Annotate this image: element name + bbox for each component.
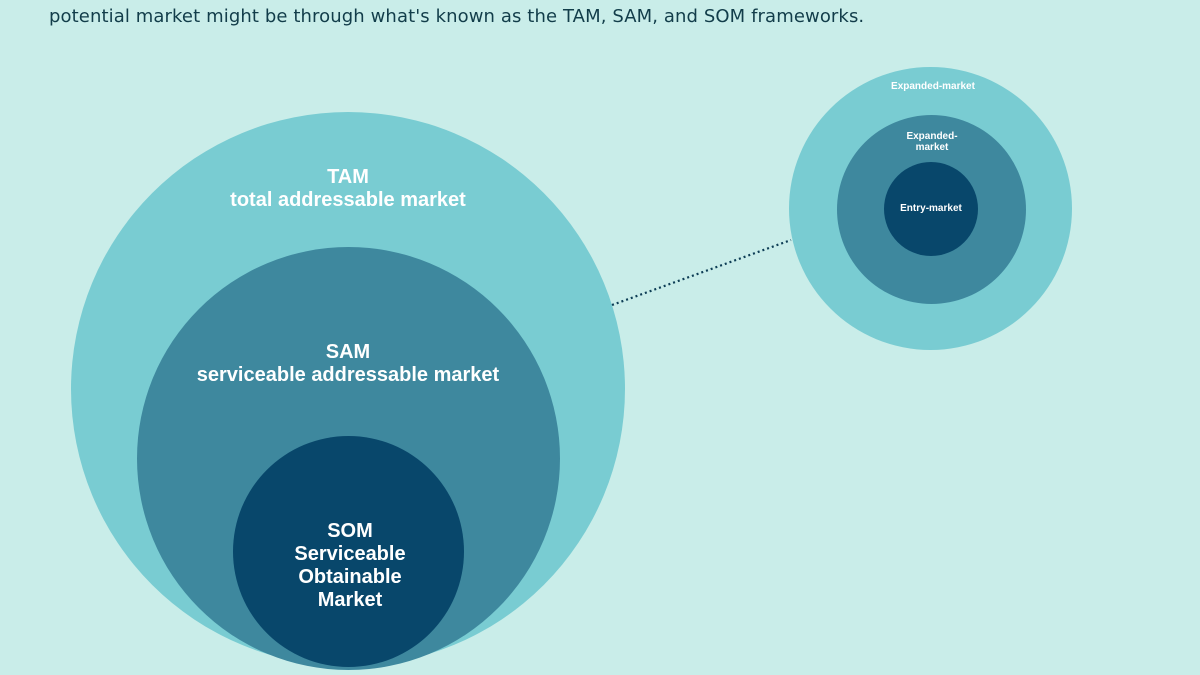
- tam-acronym: TAM: [327, 166, 369, 188]
- entry-market-label: Entry-market: [900, 203, 962, 214]
- sam-acronym: SAM: [325, 341, 371, 363]
- connector-dotted-line: [611, 238, 792, 307]
- som-acronym: SOM: [327, 520, 373, 542]
- expanded-market-middle-line1: Expanded-: [906, 131, 958, 142]
- som-description-line2: Obtainable: [298, 566, 402, 588]
- som-circle: [233, 436, 464, 667]
- expanded-market-outer-label: Expanded-market: [891, 81, 975, 92]
- sam-label: SAM serviceable addressable market: [150, 341, 546, 387]
- intro-text: potential market might be through what's…: [49, 6, 865, 27]
- entry-market-circle: [884, 162, 978, 256]
- tam-description: total addressable market: [230, 189, 466, 211]
- som-label: SOM Serviceable Obtainable Market: [250, 520, 450, 612]
- som-description-line3: Market: [317, 589, 383, 611]
- expanded-market-middle-label: Expanded- market: [880, 131, 984, 153]
- som-description-line1: Serviceable: [294, 543, 406, 565]
- sam-description: serviceable addressable market: [196, 364, 500, 386]
- expanded-market-middle-line2: market: [915, 142, 949, 153]
- tam-label: TAM total addressable market: [170, 166, 526, 212]
